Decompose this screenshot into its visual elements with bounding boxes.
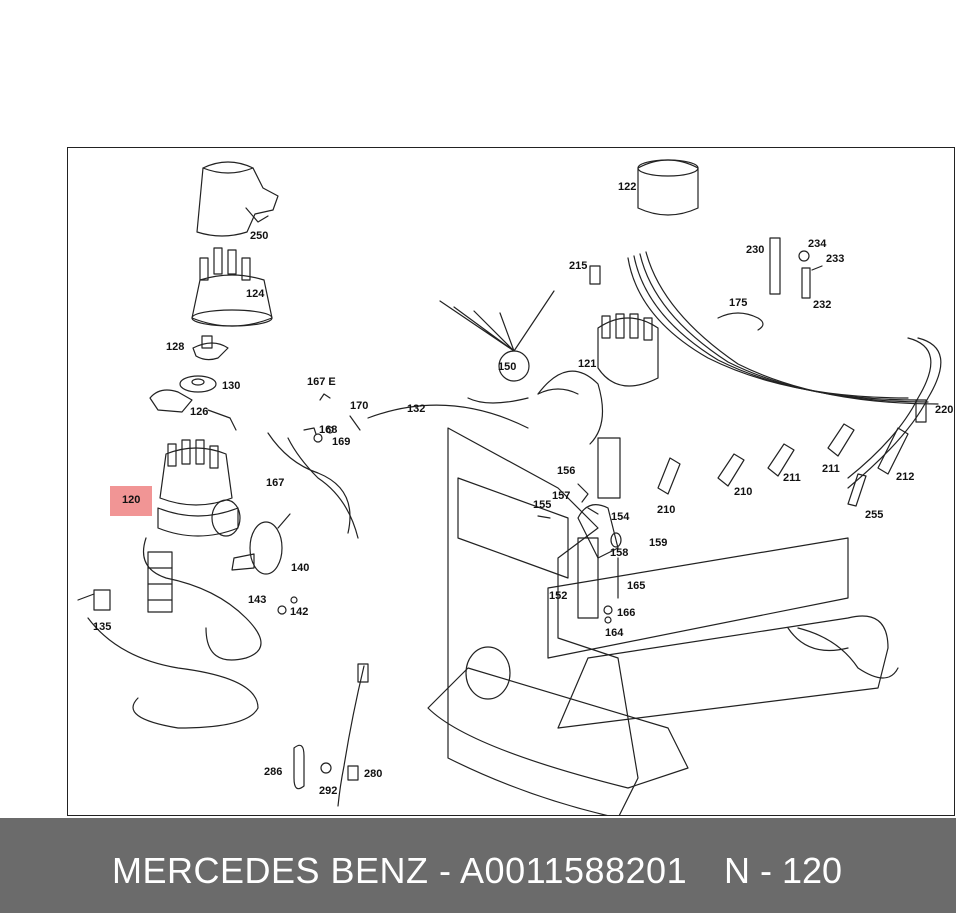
sensor-135-drawing <box>77 589 259 729</box>
callout-167[interactable]: 167 <box>266 477 285 489</box>
callout-156[interactable]: 156 <box>557 465 576 477</box>
contact-set-drawing <box>149 389 237 431</box>
small-screws-drawing <box>277 596 298 615</box>
rotor-drawing <box>192 335 229 361</box>
callout-168[interactable]: 168 <box>319 424 338 436</box>
callout-157[interactable]: 157 <box>552 490 571 502</box>
callout-280[interactable]: 280 <box>364 768 383 780</box>
callout-211-b[interactable]: 211 <box>783 472 801 484</box>
callout-210-b[interactable]: 210 <box>657 504 676 516</box>
distributor-assembly-drawing <box>142 439 262 661</box>
callout-166[interactable]: 166 <box>617 607 636 619</box>
callout-169[interactable]: 169 <box>332 436 351 448</box>
callout-140[interactable]: 140 <box>291 562 310 574</box>
diagram-reference-text: N - 120 <box>724 850 843 891</box>
callout-167e[interactable]: 167 E <box>307 376 336 388</box>
diagram-drawing <box>77 159 942 815</box>
callout-155[interactable]: 155 <box>533 499 552 511</box>
callout-128[interactable]: 128 <box>166 341 185 353</box>
spark-plug-drawing <box>847 399 927 507</box>
top-right-parts-drawing <box>589 159 823 331</box>
highlighted-part-marker[interactable] <box>110 486 152 516</box>
engine-block-drawing <box>367 370 899 815</box>
callout-135[interactable]: 135 <box>93 621 112 633</box>
plate-drawing <box>179 375 217 393</box>
callout-150[interactable]: 150 <box>498 361 517 373</box>
callout-233[interactable]: 233 <box>826 253 845 265</box>
engine-small-parts-drawing <box>439 290 622 624</box>
sensor-280-drawing <box>337 663 369 807</box>
callout-286[interactable]: 286 <box>264 766 283 778</box>
callout-152[interactable]: 152 <box>549 590 568 602</box>
callout-142[interactable]: 142 <box>290 606 309 618</box>
vacuum-unit-drawing <box>231 513 291 575</box>
callout-232[interactable]: 232 <box>813 299 832 311</box>
callout-215[interactable]: 215 <box>569 260 588 272</box>
distributor-cap-drawing <box>191 247 273 327</box>
part-number-text: MERCEDES BENZ - A0011588201 <box>112 850 688 891</box>
callout-130[interactable]: 130 <box>222 380 241 392</box>
callout-154[interactable]: 154 <box>611 511 630 523</box>
footer-bar: MERCEDES BENZ - A0011588201 N - 120 <box>0 818 956 913</box>
callout-143[interactable]: 143 <box>248 594 267 606</box>
callout-292[interactable]: 292 <box>319 785 338 797</box>
ignition-harness-drawing <box>597 251 942 499</box>
highlighted-part-label[interactable]: 120 <box>122 494 141 506</box>
callout-175[interactable]: 175 <box>729 297 748 309</box>
callout-250[interactable]: 250 <box>250 230 269 242</box>
callout-122[interactable]: 122 <box>618 181 637 193</box>
callout-170[interactable]: 170 <box>350 400 369 412</box>
distributor-cover-drawing <box>196 161 279 237</box>
callout-211-a[interactable]: 211 <box>822 463 840 475</box>
clip-drawing <box>293 744 332 790</box>
callout-255[interactable]: 255 <box>865 509 884 521</box>
callout-210-a[interactable]: 210 <box>734 486 753 498</box>
callout-165[interactable]: 165 <box>627 580 646 592</box>
callout-230[interactable]: 230 <box>746 244 765 256</box>
callout-234[interactable]: 234 <box>808 238 827 250</box>
callout-121[interactable]: 121 <box>578 358 597 370</box>
callout-164[interactable]: 164 <box>605 627 624 639</box>
callout-124[interactable]: 124 <box>246 288 265 300</box>
callout-212[interactable]: 212 <box>896 471 915 483</box>
callout-159[interactable]: 159 <box>649 537 668 549</box>
small-parts-drawing <box>313 393 361 443</box>
callout-220[interactable]: 220 <box>935 404 954 416</box>
callout-132[interactable]: 132 <box>407 403 426 415</box>
callout-158[interactable]: 158 <box>610 547 629 559</box>
vacuum-hose-drawing <box>267 427 359 539</box>
callout-126[interactable]: 126 <box>190 406 209 418</box>
exploded-parts-diagram: 250 124 128 130 126 167 E 170 168 169 16… <box>67 147 955 816</box>
